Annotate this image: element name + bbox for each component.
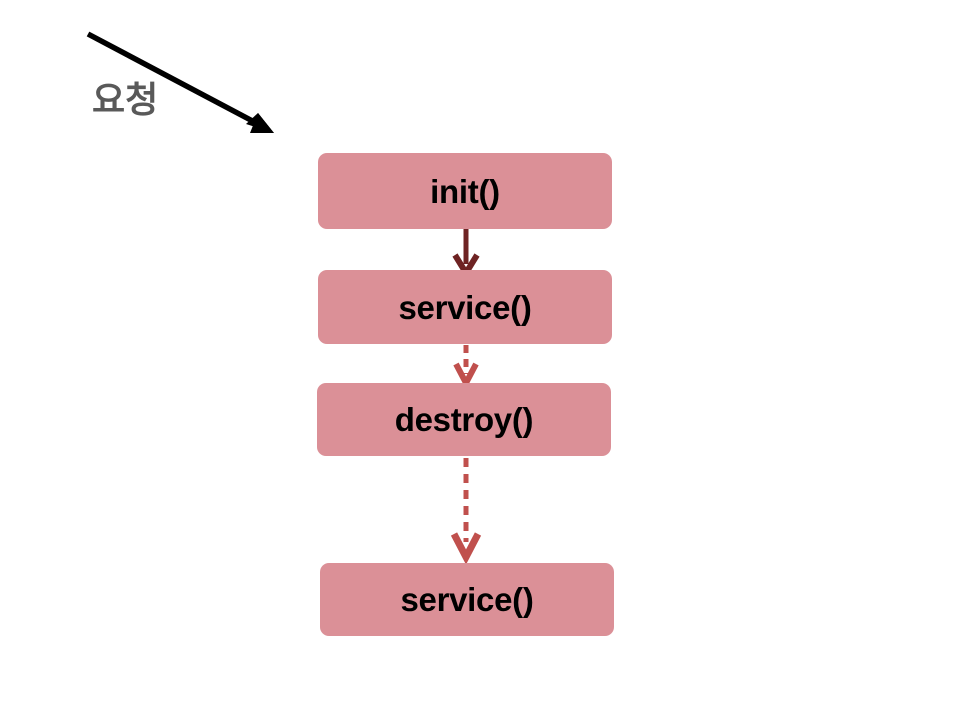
- connector-init-to-service-icon: [452, 229, 480, 279]
- node-destroy-label: destroy(): [394, 401, 534, 438]
- node-service-first-label: service(): [398, 288, 532, 326]
- node-init-label: init(): [430, 172, 500, 210]
- node-destroy[interactable]: destroy(): [317, 383, 611, 456]
- request-annotation-label: 요청: [92, 80, 159, 121]
- connector-service-to-destroy-icon: [453, 345, 479, 390]
- connector-destroy-to-service-icon: [450, 458, 482, 565]
- node-service-first[interactable]: service(): [318, 270, 612, 344]
- node-init[interactable]: init(): [318, 153, 612, 229]
- node-service-second-label: service(): [400, 581, 534, 618]
- node-service-second[interactable]: service(): [320, 563, 614, 636]
